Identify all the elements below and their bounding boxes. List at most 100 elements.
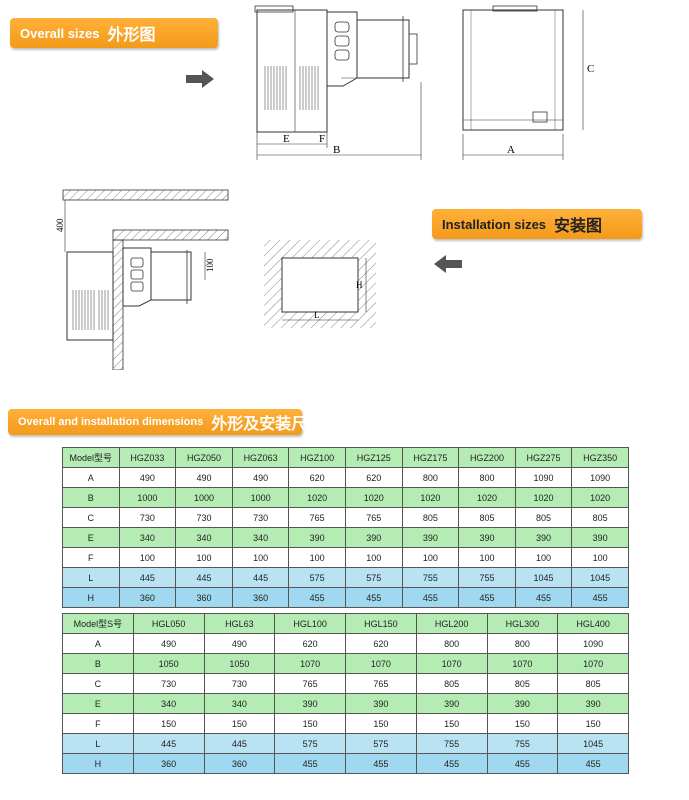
- table-cell: 1020: [344, 487, 403, 508]
- table-cell: 100: [344, 547, 403, 568]
- table-cell: 1020: [458, 487, 516, 508]
- table-cell: 360: [203, 753, 276, 774]
- table-cell: 620: [344, 467, 403, 488]
- wall-opening-drawing: L H: [264, 240, 376, 328]
- table-cell: 100: [458, 547, 516, 568]
- table-header-cell: HGZ275: [514, 447, 573, 468]
- table-cell: 1020: [288, 487, 346, 508]
- table-cell: 455: [571, 587, 629, 608]
- table-row-label: C: [62, 507, 120, 528]
- installation-sizes-banner: Installation sizes 安装图: [432, 209, 642, 239]
- table-cell: 360: [118, 587, 177, 608]
- table-cell: 765: [274, 673, 346, 694]
- overall-sizes-title-zh: 外形图: [107, 25, 156, 44]
- table-cell: 100: [514, 547, 573, 568]
- table-cell: 100: [288, 547, 346, 568]
- table-header-cell: HGL400: [557, 613, 629, 634]
- table-cell: 765: [345, 673, 417, 694]
- table-cell: 490: [203, 633, 276, 654]
- table-header-cell: HGZ125: [344, 447, 403, 468]
- table-cell: 150: [345, 713, 417, 734]
- table-cell: 1020: [401, 487, 460, 508]
- table-cell: 455: [557, 753, 629, 774]
- table-cell: 1050: [132, 653, 205, 674]
- table-row-label: A: [62, 467, 120, 488]
- table-cell: 1045: [571, 567, 629, 588]
- table-row-label: H: [62, 587, 120, 608]
- table-header-cell: HGL200: [415, 613, 488, 634]
- table-cell: 455: [514, 587, 573, 608]
- table-cell: 575: [344, 567, 403, 588]
- table-row-label: B: [62, 653, 134, 674]
- table-cell: 805: [571, 507, 629, 528]
- table-cell: 800: [401, 467, 460, 488]
- table-header-cell: HGL300: [486, 613, 559, 634]
- table-cell: 390: [571, 527, 629, 548]
- table-cell: 150: [203, 713, 276, 734]
- table-cell: 390: [514, 527, 573, 548]
- table-cell: 805: [514, 507, 573, 528]
- label-B: B: [333, 144, 340, 156]
- table-cell: 455: [458, 587, 516, 608]
- table-cell: 1045: [514, 567, 573, 588]
- table-cell: 730: [132, 673, 205, 694]
- table-row-label: C: [62, 673, 134, 694]
- arrow-left-icon: [434, 255, 462, 273]
- table-header-cell: HGZ033: [118, 447, 177, 468]
- table-cell: 1090: [514, 467, 573, 488]
- table-cell: 340: [132, 693, 205, 714]
- table-cell: 755: [415, 733, 488, 754]
- table-cell: 455: [486, 753, 559, 774]
- table-cell: 445: [231, 567, 290, 588]
- table-cell: 455: [288, 587, 346, 608]
- table-header-cell: HGL63: [203, 613, 276, 634]
- table-cell: 150: [557, 713, 629, 734]
- table-header-cell: HGZ350: [571, 447, 629, 468]
- table-cell: 800: [486, 633, 559, 654]
- table-header-cell: HGZ100: [288, 447, 346, 468]
- table-cell: 1070: [557, 653, 629, 674]
- table-header-cell: Model型号: [62, 447, 120, 468]
- dimensions-title-en: Overall and installation dimensions: [18, 416, 204, 428]
- table-cell: 445: [175, 567, 233, 588]
- table-cell: 805: [401, 507, 460, 528]
- table-cell: 1000: [175, 487, 233, 508]
- table-row-label: L: [62, 567, 120, 588]
- table-cell: 620: [345, 633, 417, 654]
- table-cell: 1050: [203, 653, 276, 674]
- table-header-cell: Model型S号: [62, 613, 134, 634]
- table-cell: 390: [288, 527, 346, 548]
- table-row-label: E: [62, 527, 120, 548]
- table-cell: 490: [231, 467, 290, 488]
- table-cell: 805: [458, 507, 516, 528]
- table-cell: 340: [118, 527, 177, 548]
- table-cell: 100: [401, 547, 460, 568]
- table-cell: 100: [571, 547, 629, 568]
- front-view-drawing: A C: [462, 5, 594, 160]
- installation-sizes-title-en: Installation sizes: [442, 216, 547, 232]
- wall-mount-drawing: 400 100: [55, 189, 229, 370]
- table-cell: 1000: [118, 487, 177, 508]
- table-cell: 1000: [231, 487, 290, 508]
- table-cell: 765: [344, 507, 403, 528]
- table-cell: 800: [415, 633, 488, 654]
- label-A: A: [507, 144, 515, 156]
- table-cell: 1070: [486, 653, 559, 674]
- table-cell: 390: [557, 693, 629, 714]
- label-C: C: [587, 63, 594, 75]
- table-cell: 800: [458, 467, 516, 488]
- table-cell: 100: [175, 547, 233, 568]
- table-cell: 490: [132, 633, 205, 654]
- arrow-right-icon: [186, 70, 214, 88]
- table-cell: 340: [175, 527, 233, 548]
